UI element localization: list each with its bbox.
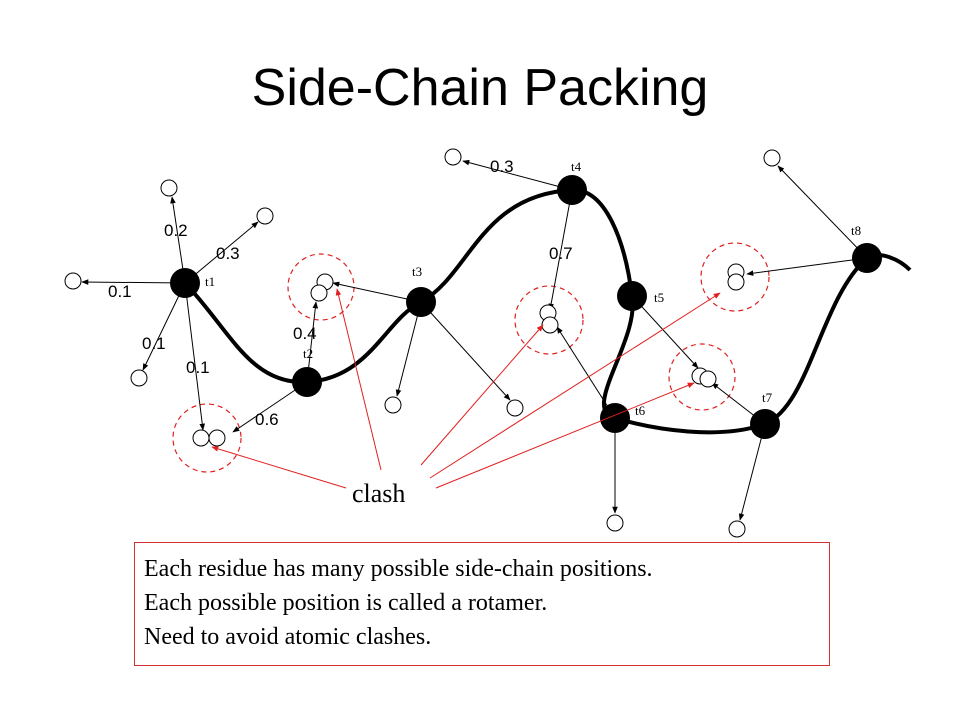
prob-label: 0.3: [216, 244, 240, 263]
residue-node-t3: [406, 287, 436, 317]
rotamer-circle: [728, 520, 746, 538]
rotamer-circle: [606, 514, 624, 532]
clash-region-t7: [668, 343, 736, 411]
backbone-chain: [183, 187, 912, 435]
residue-node-t5: [617, 281, 647, 311]
rotamer-circle: [160, 179, 178, 197]
clash-label: clash: [352, 479, 405, 508]
note-line: Each possible position is called a rotam…: [144, 590, 548, 616]
residue-node-t4: [557, 175, 587, 205]
prob-label: 0.1: [186, 358, 210, 377]
residue-label-t8: t8: [851, 223, 861, 238]
rotamer-circle: [192, 429, 210, 447]
rotamer-circle: [208, 429, 226, 447]
rotamer-circle: [64, 272, 82, 290]
note-line: Each residue has many possible side-chai…: [144, 556, 653, 582]
rotamer-circle: [444, 148, 462, 166]
rotamer-circle: [130, 369, 148, 387]
rotamer-circle: [699, 370, 717, 388]
residue-label-t4: t4: [571, 159, 582, 174]
rotamer-circle: [541, 316, 559, 334]
prob-label: 0.1: [108, 282, 132, 301]
rotamer-circle: [256, 207, 274, 225]
prob-label: 0.7: [549, 244, 573, 263]
explanation-box: Each residue has many possible side-chai…: [134, 542, 830, 666]
rotamer-circle: [310, 284, 328, 302]
prob-label: 0.1: [142, 334, 166, 353]
residue-label-t3: t3: [412, 264, 422, 279]
rotamer-circle: [727, 273, 745, 291]
note-line: Need to avoid atomic clashes.: [144, 624, 432, 650]
slide-title: Side-Chain Packing: [251, 59, 709, 117]
residue-label-t2: t2: [303, 346, 313, 361]
residue-label-t6: t6: [635, 403, 646, 418]
residue-node-t1: [170, 268, 200, 298]
prob-label: 0.6: [255, 410, 279, 429]
rotamer-circle: [506, 399, 524, 417]
prob-label: 0.2: [164, 221, 188, 240]
residue-node-t6: [600, 403, 630, 433]
residue-label-t5: t5: [654, 290, 664, 305]
residue-label-t7: t7: [762, 390, 773, 405]
residue-node-t7: [750, 409, 780, 439]
residue-node-t8: [852, 243, 882, 273]
residue-label-t1: t1: [205, 274, 215, 289]
clash-region-t3: [287, 253, 355, 321]
clash-region-t1: [172, 403, 242, 473]
prob-label: 0.4: [293, 324, 317, 343]
prob-label: 0.3: [490, 157, 514, 176]
rotamer-circle: [384, 396, 402, 414]
clash-region-t4: [514, 285, 584, 355]
rotamer-circle: [763, 149, 781, 167]
residue-node-t2: [292, 367, 322, 397]
clash-region-t5: [700, 242, 770, 312]
